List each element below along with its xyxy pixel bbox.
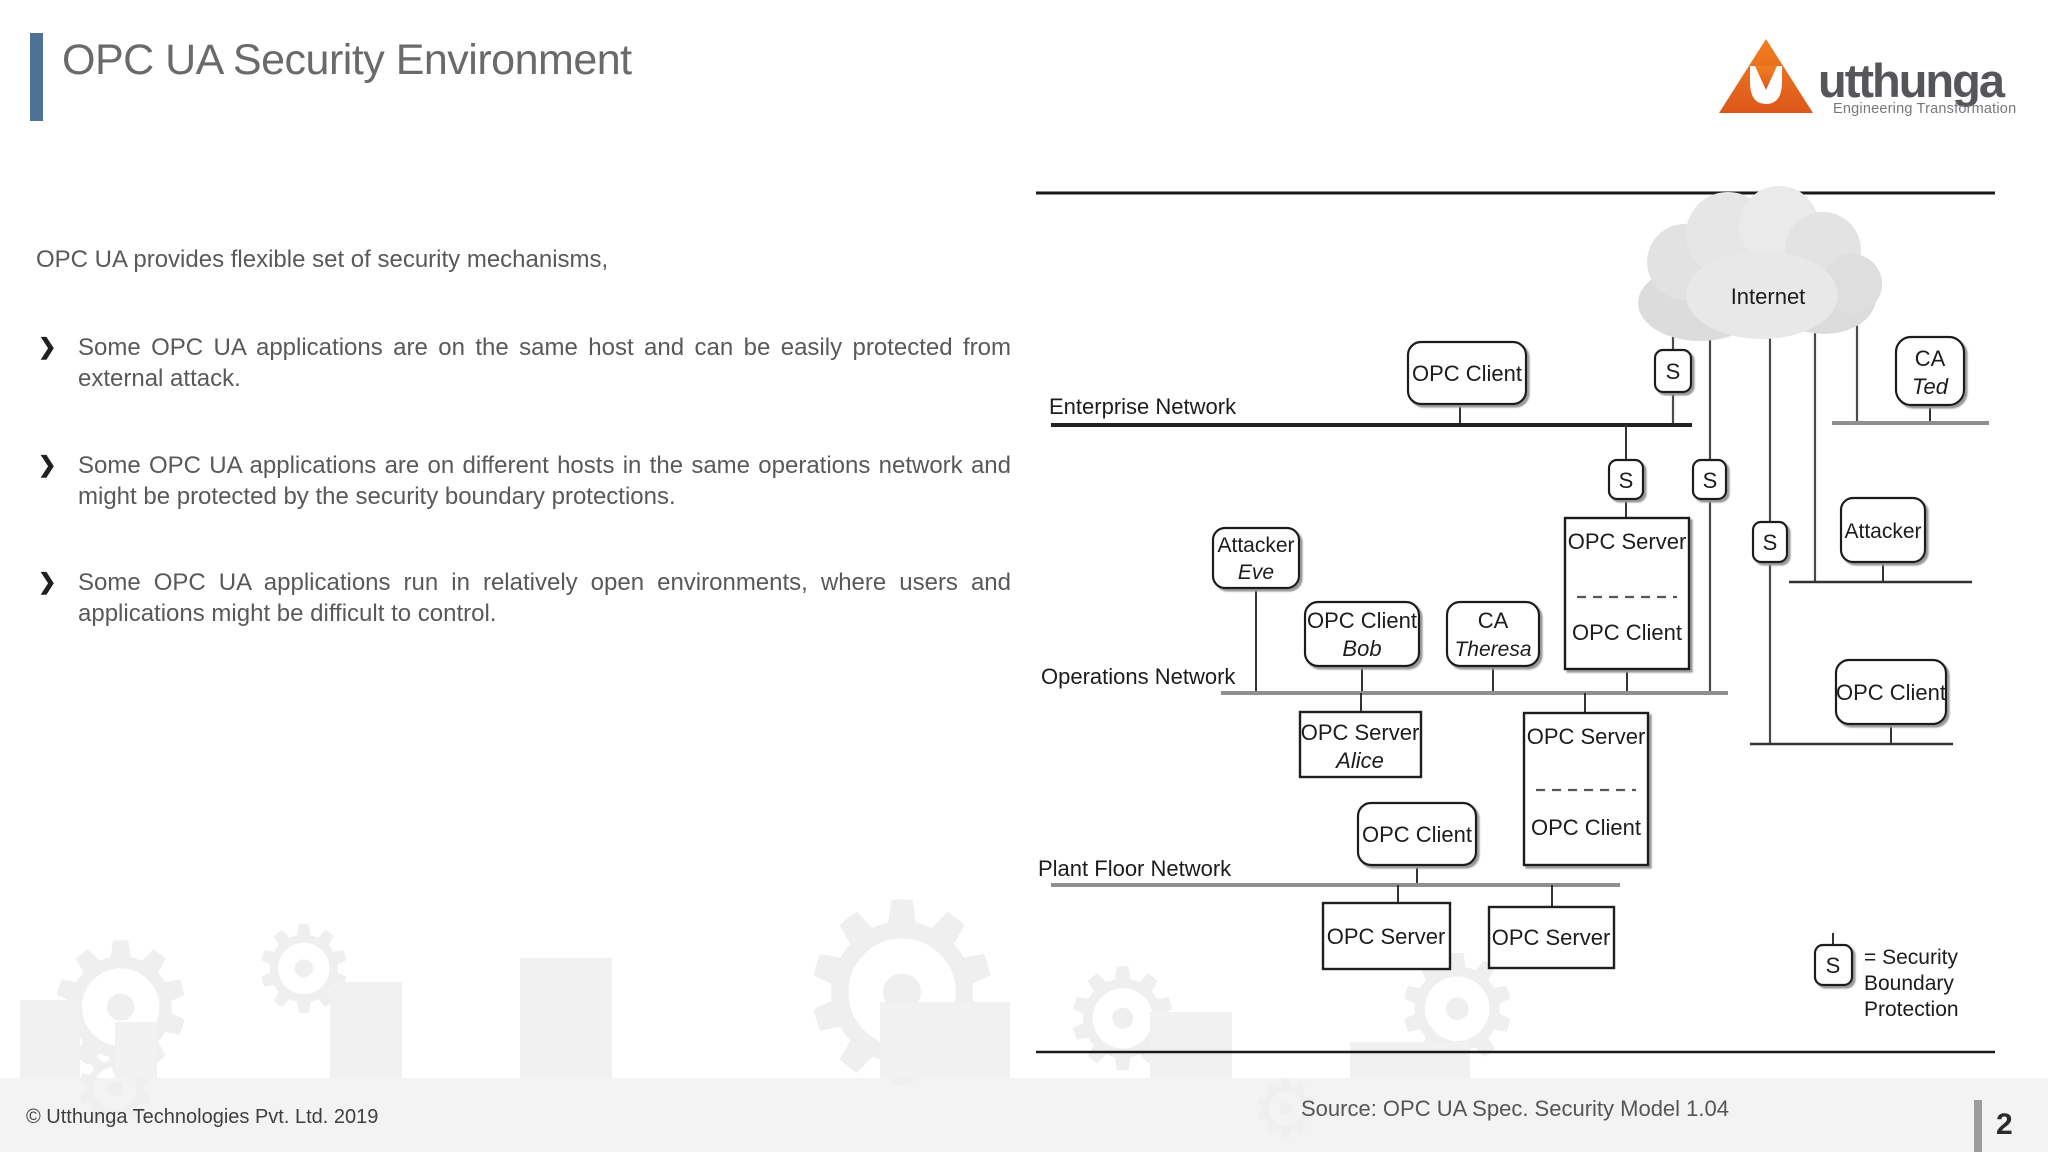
node-plant-opc-server-right: OPC Server	[1487, 905, 1616, 970]
intro-text: OPC UA provides flexible set of security…	[36, 246, 609, 273]
node-attacker-eve: Attacker Eve	[1211, 526, 1301, 590]
bullet-item: ❯ Some OPC UA applications are on the sa…	[36, 332, 1011, 394]
svg-text:S: S	[1619, 468, 1634, 493]
svg-text:Protection: Protection	[1864, 998, 1959, 1021]
svg-text:OPC Client: OPC Client	[1412, 361, 1522, 386]
plant-floor-network-label: Plant Floor Network	[1038, 856, 1232, 881]
svg-text:Attacker: Attacker	[1844, 520, 1921, 543]
svg-text:S: S	[1763, 530, 1778, 555]
node-right-opc-client: OPC Client	[1834, 658, 1948, 726]
page-title: OPC UA Security Environment	[62, 36, 632, 84]
internet-label: Internet	[1731, 284, 1806, 309]
source-caption: Source: OPC UA Spec. Security Model 1.04	[1301, 1096, 1729, 1121]
bullet-text: Some OPC UA applications are on differen…	[78, 452, 1011, 510]
legend-security-boundary: S = Security Boundary Protection	[1813, 933, 1959, 1021]
svg-text:S: S	[1826, 953, 1841, 978]
svg-text:OPC Client: OPC Client	[1307, 608, 1417, 633]
logo-brand: utthunga	[1818, 54, 2006, 107]
svg-text:OPC Server: OPC Server	[1568, 529, 1687, 554]
node-ca-theresa: CA Theresa	[1445, 600, 1541, 668]
s-box-right-line: S	[1751, 520, 1789, 564]
svg-text:CA: CA	[1915, 346, 1946, 371]
node-attacker-right: Attacker	[1839, 496, 1927, 564]
svg-text:Bob: Bob	[1342, 636, 1381, 661]
bullet-item: ❯ Some OPC UA applications are on differ…	[36, 450, 1011, 512]
node-ops-server-client-host: OPC Server OPC Client	[1563, 516, 1691, 671]
svg-text:S: S	[1666, 359, 1681, 384]
page-number: 2	[1996, 1108, 2013, 1141]
svg-text:OPC Client: OPC Client	[1836, 680, 1946, 705]
s-box-ops-right: S	[1691, 458, 1728, 501]
utthunga-logo: utthunga Engineering Transformation	[1719, 39, 2016, 117]
svg-text:OPC Server: OPC Server	[1492, 925, 1611, 950]
svg-text:OPC Client: OPC Client	[1572, 620, 1682, 645]
operations-network-label: Operations Network	[1041, 664, 1236, 689]
svg-text:OPC Server: OPC Server	[1327, 924, 1446, 949]
svg-text:OPC Client: OPC Client	[1531, 815, 1641, 840]
s-box-enterprise: S	[1653, 348, 1693, 394]
svg-text:Attacker: Attacker	[1217, 534, 1294, 557]
chevron-bullet-icon: ❯	[38, 569, 57, 594]
svg-text:Alice: Alice	[1334, 748, 1384, 773]
internet-cloud: Internet	[1638, 186, 1882, 341]
node-opc-server-alice: OPC Server Alice	[1298, 710, 1423, 779]
enterprise-network-label: Enterprise Network	[1049, 394, 1237, 419]
svg-text:S: S	[1703, 468, 1718, 493]
svg-text:= Security: = Security	[1864, 946, 1958, 969]
svg-text:OPC Server: OPC Server	[1527, 724, 1646, 749]
title-accent-bar	[30, 33, 43, 121]
svg-text:Boundary: Boundary	[1864, 972, 1954, 995]
chevron-bullet-icon: ❯	[38, 452, 57, 477]
s-box-ops-left: S	[1607, 458, 1645, 501]
logo-tagline: Engineering Transformation	[1833, 101, 2016, 117]
svg-text:CA: CA	[1478, 608, 1509, 633]
page-number-bar	[1974, 1100, 1982, 1152]
copyright-text: © Utthunga Technologies Pvt. Ltd. 2019	[26, 1106, 379, 1128]
svg-text:OPC Server: OPC Server	[1301, 720, 1420, 745]
logo-u-notch-icon	[1755, 66, 1777, 90]
node-enterprise-opc-client: OPC Client	[1406, 340, 1528, 406]
node-plant-opc-client: OPC Client	[1356, 801, 1478, 867]
node-opc-client-bob: OPC Client Bob	[1303, 600, 1421, 668]
svg-text:OPC Client: OPC Client	[1362, 822, 1472, 847]
svg-text:Eve: Eve	[1238, 561, 1274, 584]
svg-text:Theresa: Theresa	[1454, 638, 1531, 661]
bullet-text: Some OPC UA applications run in relative…	[78, 569, 1011, 627]
node-plant-opc-server-left: OPC Server	[1321, 901, 1452, 971]
footer-strip	[0, 1078, 2048, 1152]
bullet-text: Some OPC UA applications are on the same…	[78, 334, 1011, 392]
svg-text:Ted: Ted	[1912, 374, 1949, 399]
node-plant-server-client-host: OPC Server OPC Client	[1522, 711, 1650, 867]
node-ca-ted: CA Ted	[1894, 335, 1966, 407]
bullet-item: ❯ Some OPC UA applications run in relati…	[36, 567, 1011, 629]
chevron-bullet-icon: ❯	[38, 334, 57, 359]
